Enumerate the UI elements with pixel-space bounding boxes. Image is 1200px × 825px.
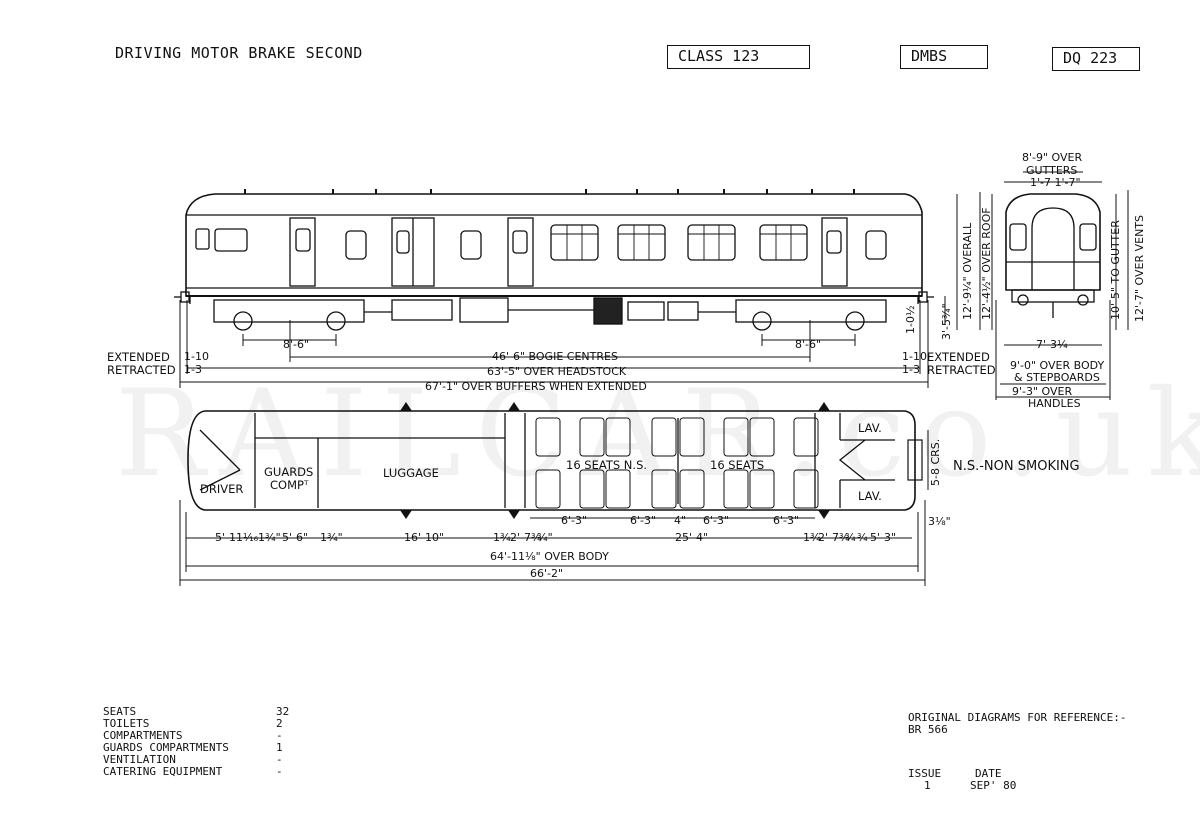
left-extended-value: 1-10: [184, 350, 209, 363]
plan-dim-bay-2: 6'-3": [630, 514, 657, 527]
roof-height-dimension: 12'-4½" OVER ROOF: [980, 207, 993, 320]
centres-dimension: 5-8 CRS.: [929, 438, 942, 486]
plan-dim-gap: 4": [674, 514, 687, 527]
class-box: CLASS 123: [667, 45, 810, 69]
plan-dim-vestibule-2: 2'-7¾: [818, 531, 850, 544]
plan-dim-partition-7: ¾: [857, 531, 868, 544]
bogie-width-dimension: 7'-3¼: [1036, 338, 1068, 351]
right-extended-value: 1-10: [902, 350, 927, 363]
plan-dim-end: 3⅛": [928, 515, 951, 528]
spec-value: 32: [276, 705, 290, 718]
plan-dim-driver: 5'-11⅟₁₆: [215, 531, 259, 544]
saloon-label: 16 SEATS: [710, 458, 765, 472]
spec-label: CATERING EQUIPMENT: [103, 765, 223, 778]
underframe: [174, 291, 934, 331]
gutter-split-dimension: 1'-7 1'-7": [1030, 176, 1081, 189]
side-dimensions: [179, 194, 958, 388]
plan-dim-partition-4: ¾": [537, 531, 553, 544]
type-box: DMBS: [900, 45, 988, 69]
plan-dim-partition-6: ¾: [845, 531, 856, 544]
spec-label: TOILETS: [103, 717, 150, 730]
issue-label: ISSUE: [908, 767, 942, 780]
reference-line1: ORIGINAL DIAGRAMS FOR REFERENCE:-: [908, 711, 1127, 724]
plan-dim-partition-3: 1¾: [493, 531, 511, 544]
spec-value: -: [276, 765, 283, 778]
diagram-code-box: DQ 223: [1052, 47, 1140, 71]
spec-label: VENTILATION: [103, 753, 176, 766]
over-body-dimension: 64'-11⅛" OVER BODY: [490, 550, 609, 563]
spec-label: GUARDS COMPARTMENTS: [103, 741, 229, 754]
right-retracted-value: 1-3: [902, 363, 920, 376]
end-elevation: [979, 171, 1129, 400]
plan-dim-saloon: 25'-4": [675, 531, 709, 544]
lavatory-top-label: LAV.: [858, 421, 882, 435]
saloon-ns-label: 16 SEATS N.S.: [566, 458, 648, 472]
vents-height-dimension: 12'-7" OVER VENTS: [1133, 214, 1146, 322]
guards-compartment-label-line2: COMPᵀ: [270, 478, 309, 492]
plan-dim-bay-3: 6'-3": [703, 514, 730, 527]
right-retracted-label: RETRACTED: [927, 363, 996, 377]
plan-dim-lavatory: 5'-3": [870, 531, 897, 544]
spec-label: SEATS: [103, 705, 137, 718]
plan-dim-luggage: 16'-10": [404, 531, 445, 544]
non-smoking-note: N.S.-NON SMOKING: [953, 459, 1080, 474]
left-retracted-label: RETRACTED: [107, 363, 176, 377]
headstock-dimension: 63'-5" OVER HEADSTOCK: [487, 365, 627, 378]
plan-dim-guards: 5'-6": [282, 531, 309, 544]
lavatory-bottom-label: LAV.: [858, 489, 882, 503]
bogie-centres-dimension: 46'-6" BOGIE CENTRES: [492, 350, 618, 363]
spec-value: 1: [276, 741, 283, 754]
plan-dim-bay-4: 6'-3": [773, 514, 800, 527]
gutter-height-dimension: 10'-5" TO GUTTER: [1109, 220, 1122, 320]
guards-compartment-label-line1: GUARDS: [264, 465, 314, 479]
wheelbase-left: 8'-6": [283, 338, 310, 351]
left-extended-label: EXTENDED: [107, 350, 170, 364]
plan-dimensions: [179, 500, 926, 586]
handles-width-line2: HANDLES: [1028, 397, 1081, 410]
plan-dim-partition-1: 1¾": [258, 531, 281, 544]
spec-value: -: [276, 729, 283, 742]
buffers-dimension: 67'-1" OVER BUFFERS WHEN EXTENDED: [425, 380, 647, 393]
diagram-title: DRIVING MOTOR BRAKE SECOND: [115, 44, 363, 62]
watermark: RAILCAR.co.uk: [115, 365, 1200, 504]
date-value: SEP' 80: [970, 779, 1017, 792]
right-extended-label: EXTENDED: [927, 350, 990, 364]
side-elevation-body: [185, 189, 923, 304]
plan-dim-partition-2: 1¾": [320, 531, 343, 544]
plan-dim-vestibule-1: 2'-7¾: [510, 531, 542, 544]
date-label: DATE: [975, 767, 1002, 780]
body-width-line2: & STEPBOARDS: [1014, 371, 1100, 384]
step-height-dimension: 1-0½: [904, 305, 917, 334]
plan-dim-partition-5: 1¾: [803, 531, 821, 544]
reference-line2: BR 566: [908, 723, 948, 736]
luggage-label: LUGGAGE: [383, 466, 439, 480]
handles-width-line1: 9'-3" OVER: [1012, 385, 1073, 398]
gutters-width-line1: 8'-9" OVER: [1022, 151, 1083, 164]
body-width-line1: 9'-0" OVER BODY: [1010, 359, 1105, 372]
spec-value: -: [276, 753, 283, 766]
wheelbase-right: 8'-6": [795, 338, 822, 351]
issue-value: 1: [924, 779, 931, 792]
plan-view: [187, 402, 929, 519]
overall-height-dimension: 12'-9¼" OVERALL: [961, 222, 974, 320]
plan-dim-bay-1: 6'-3": [561, 514, 588, 527]
spec-value: 2: [276, 717, 283, 730]
spec-label: COMPARTMENTS: [103, 729, 183, 742]
floor-height-dimension: 3'-5¾": [940, 303, 953, 340]
overall-length-dimension: 66'-2": [530, 567, 564, 580]
gutters-width-line2: GUTTERS: [1026, 164, 1078, 177]
left-retracted-value: 1-3: [184, 363, 202, 376]
driver-cab-label: DRIVER: [200, 482, 244, 496]
